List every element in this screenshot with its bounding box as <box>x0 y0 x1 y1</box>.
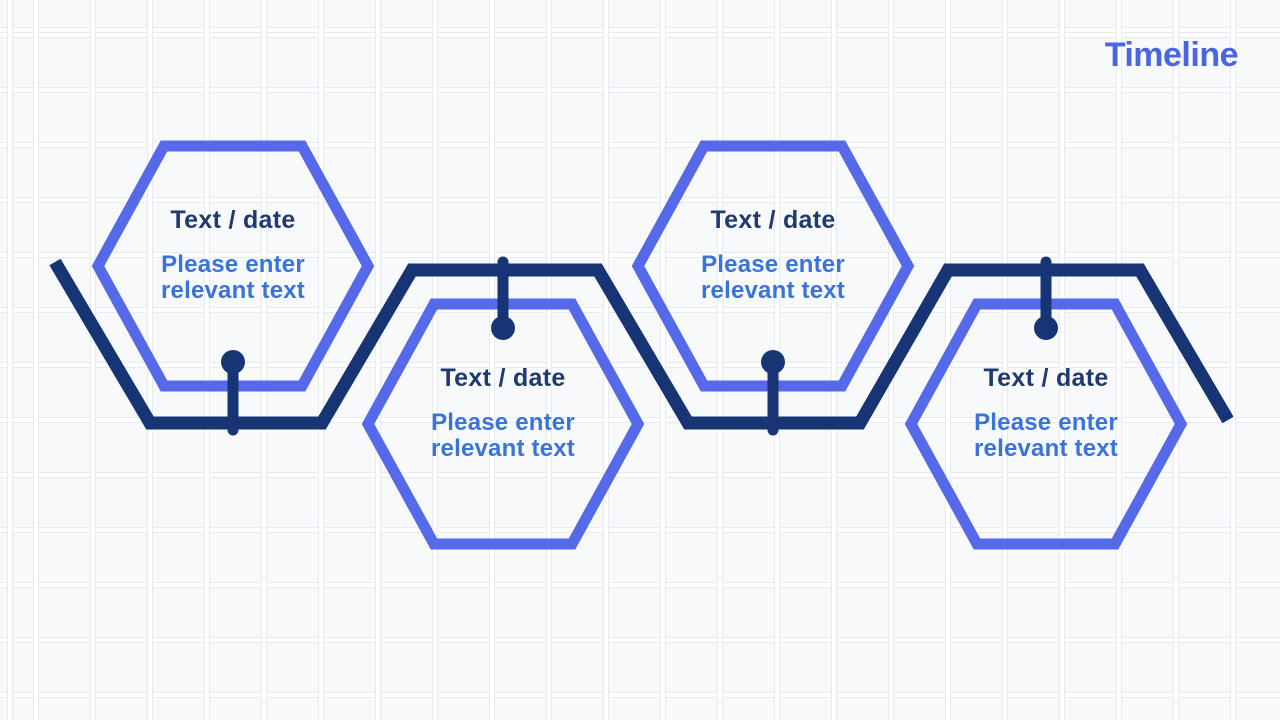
milestone-hexagon-4: Text / date Please enter relevant text <box>904 298 1188 550</box>
milestone-body: Please enter relevant text <box>974 409 1118 462</box>
milestone-body: Please enter relevant text <box>701 251 845 304</box>
page-title: Timeline <box>1104 36 1239 74</box>
milestone-heading: Text / date <box>983 364 1109 392</box>
milestone-heading: Text / date <box>170 206 296 234</box>
milestone-hexagon-2: Text / date Please enter relevant text <box>361 298 645 550</box>
milestone-hexagon-3: Text / date Please enter relevant text <box>631 140 915 392</box>
milestone-heading: Text / date <box>440 364 566 392</box>
milestone-hexagon-1: Text / date Please enter relevant text <box>91 140 375 392</box>
milestone-body: Please enter relevant text <box>431 409 575 462</box>
milestone-body: Please enter relevant text <box>161 251 305 304</box>
milestone-heading: Text / date <box>710 206 836 234</box>
